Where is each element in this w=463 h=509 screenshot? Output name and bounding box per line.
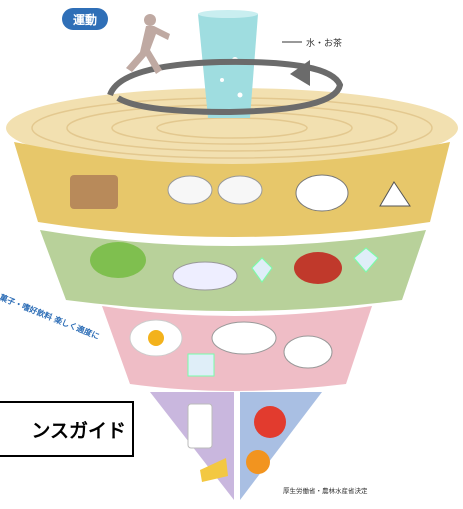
- milk-glass-icon: [187, 403, 213, 449]
- fish-icon: [211, 321, 277, 355]
- orange-icon: [246, 450, 270, 474]
- guide-title-text: ンスガイド: [31, 419, 126, 442]
- vegetable-dish-icon: [172, 261, 238, 291]
- tofu-icon: [187, 353, 215, 377]
- meat-dish-icon: [283, 335, 333, 369]
- rotation-arrow-icon: [107, 58, 344, 116]
- guide-title-box: ンスガイド: [0, 401, 134, 457]
- cheese-icon: [200, 458, 228, 482]
- top-disc: [6, 88, 458, 168]
- runner-icon: [126, 14, 170, 74]
- soup-bowl-icon: [294, 252, 342, 284]
- apple-icon: [254, 406, 286, 438]
- small-bowl-icon: [251, 257, 273, 283]
- salad-icon: [90, 242, 146, 278]
- rice-bowl-icon: [167, 175, 213, 205]
- water-tea-label: 水・お茶: [306, 39, 343, 49]
- rice-bowl-icon-2: [217, 175, 263, 205]
- fruit-layer: [240, 392, 322, 500]
- bread-icon: [70, 175, 118, 209]
- onigiri-icon: [379, 181, 411, 207]
- credit-text: 厚生労働省・農林水産省決定: [283, 487, 368, 495]
- exercise-badge: 運動: [62, 8, 108, 30]
- water-glass: [198, 14, 258, 118]
- noodle-bowl-icon: [295, 174, 349, 212]
- pickles-bowl-icon: [353, 247, 379, 273]
